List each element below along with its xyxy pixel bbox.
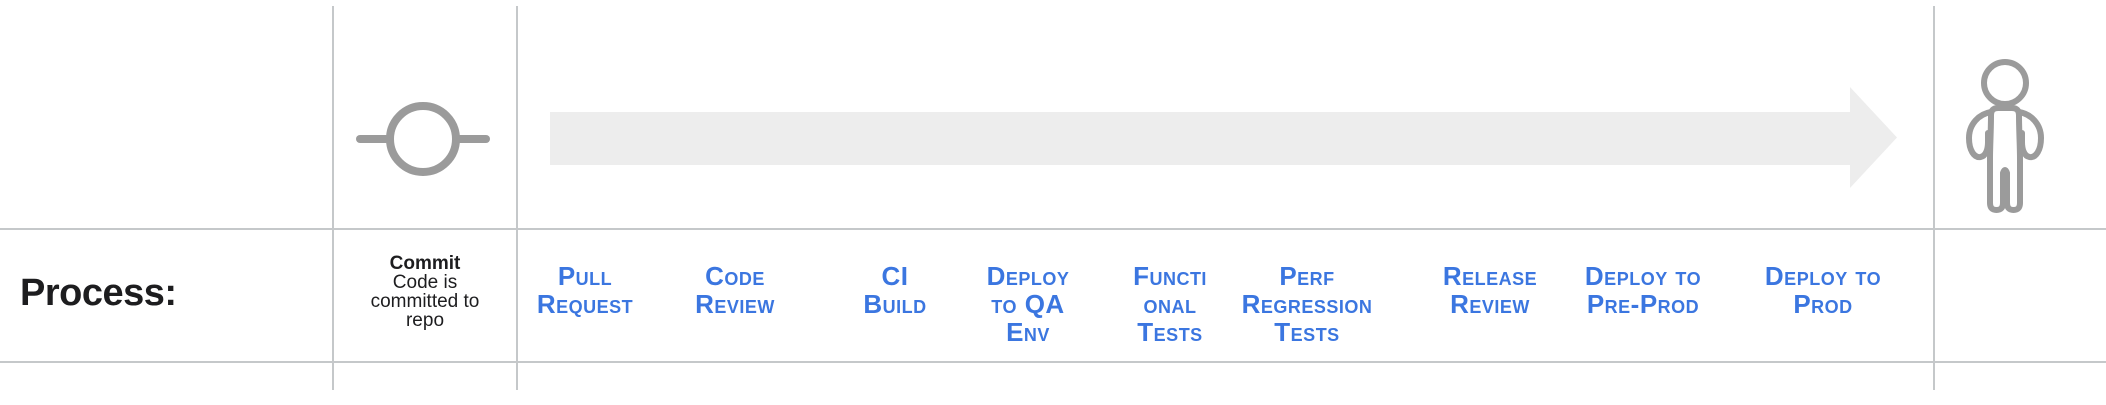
grid-line-horizontal <box>0 228 2106 230</box>
arrow-right-icon <box>550 87 1897 188</box>
step-label-line: onal <box>1143 289 1197 319</box>
step-label-line: Regression <box>1241 289 1373 319</box>
step-label-line: Tests <box>1274 317 1340 347</box>
step-label-line: Deploy to <box>1764 261 1882 291</box>
step-label-line: Deploy <box>986 261 1070 291</box>
step-label-line: Functi <box>1133 261 1207 291</box>
step-label-line: Env <box>1006 317 1050 347</box>
person-icon <box>1966 59 2044 213</box>
grid-line-horizontal <box>0 361 2106 363</box>
step-label-line: Request <box>536 289 634 319</box>
step-label-line: Perf <box>1279 261 1335 291</box>
step-label-line: Pre-Prod <box>1586 289 1700 319</box>
process-row-label: Process: <box>20 272 177 314</box>
step-label-line: Prod <box>1793 289 1853 319</box>
grid-line-vertical <box>332 6 334 390</box>
grid-line-vertical <box>516 6 518 390</box>
step-label-line: Tests <box>1137 317 1203 347</box>
step-label-line: Deploy to <box>1584 261 1702 291</box>
step-label-line: CI <box>881 261 909 291</box>
commit-step-description: Code is committed to repo <box>370 272 480 331</box>
commit-node-icon <box>356 102 490 176</box>
commit-step-title: Commit <box>389 253 461 274</box>
step-label-line: Release <box>1442 261 1538 291</box>
step-label-line: Build <box>863 289 927 319</box>
step-label-line: Review <box>695 289 775 319</box>
step-label-line: Code <box>705 261 765 291</box>
step-label-line: to QA <box>991 289 1065 319</box>
grid-line-vertical <box>1933 6 1935 390</box>
step-label-line: Review <box>1450 289 1530 319</box>
step-label-line: Pull <box>557 261 613 291</box>
commit-step-cell: Commit Code is committed to repo <box>365 254 485 330</box>
